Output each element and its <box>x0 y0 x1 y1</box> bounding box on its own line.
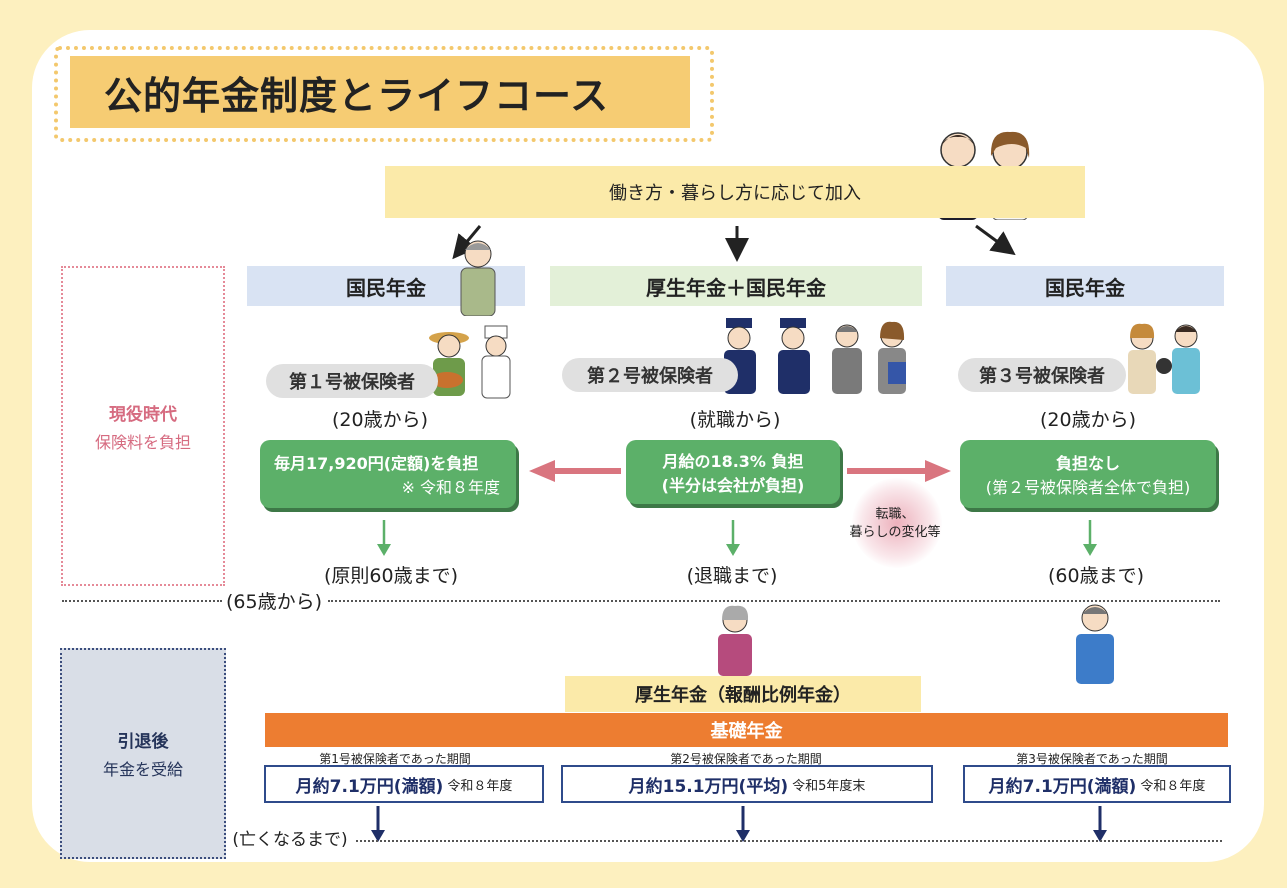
change-note-line1: 転職、 <box>875 507 915 522</box>
title-frame <box>54 46 714 142</box>
down-arrow-navy-1 <box>371 806 385 842</box>
arrow-left <box>452 225 482 260</box>
amount-box-2: 月約15.1万円(平均) 令和5年度末 <box>561 765 933 803</box>
switch-arrow <box>529 460 951 482</box>
period-3: 第3号被保険者であった期間 <box>1016 752 1168 766</box>
amount-2-note: 令和5年度末 <box>792 778 866 794</box>
start-3: (20歳から) <box>1039 408 1136 431</box>
down-arrow-green-3 <box>1083 520 1097 556</box>
insured-type-3: 第３号被保険者 <box>958 358 1126 392</box>
side-label-retired: 引退後 年金を受給 <box>60 648 226 859</box>
payment-3-line1: 負担なし <box>1055 454 1120 473</box>
until-death-label: (亡くなるまで) <box>232 829 348 850</box>
down-arrow-navy-3 <box>1093 806 1107 842</box>
retired-woman-illustration <box>718 605 752 676</box>
dependents-illustration <box>1128 323 1200 394</box>
side-working-sub: 保険料を負担 <box>94 432 191 452</box>
change-note-line2: 暮らしの変化等 <box>849 525 941 540</box>
amount-1: 月約7.1万円(満額) <box>295 776 444 797</box>
amount-box-3: 月約7.1万円(満額) 令和８年度 <box>963 765 1231 803</box>
payment-3-line2: (第２号被保険者全体で負担) <box>985 478 1191 497</box>
header-kokumin-3: 国民年金 <box>946 266 1224 306</box>
retired-man-illustration <box>1076 604 1114 684</box>
period-2: 第2号被保険者であった期間 <box>670 752 822 766</box>
insured-type-2: 第２号被保険者 <box>562 358 738 392</box>
age65-line-left <box>62 600 222 602</box>
basic-pension-bar: 基礎年金 <box>265 713 1228 747</box>
start-2: (就職から) <box>689 408 781 431</box>
amount-3: 月約7.1万円(満額) <box>988 776 1137 797</box>
until-1: (原則60歳まで) <box>323 564 458 587</box>
period-1: 第1号被保険者であった期間 <box>319 752 471 766</box>
down-arrow-green-1 <box>377 520 391 556</box>
side-retired-sub: 年金を受給 <box>102 760 183 779</box>
koushei-pension-bar: 厚生年金（報酬比例年金） <box>565 676 921 712</box>
payment-1-line1: 毎月17,920円(定額)を負担 <box>274 454 479 473</box>
payment-box-1: 毎月17,920円(定額)を負担 ※ 令和８年度 <box>260 440 516 508</box>
amount-1-note: 令和８年度 <box>447 778 513 794</box>
payment-box-3: 負担なし (第２号被保険者全体で負担) <box>960 440 1216 508</box>
change-highlight <box>852 478 942 568</box>
side-retired-title: 引退後 <box>117 732 169 752</box>
header-koushei: 厚生年金＋国民年金 <box>550 266 922 306</box>
payment-box-2: 月給の18.3% 負担 (半分は会社が負担) <box>626 440 840 504</box>
down-arrow-green-2 <box>726 520 740 556</box>
amount-box-1: 月約7.1万円(満額) 令和８年度 <box>264 765 544 803</box>
payment-2-line2: (半分は会社が負担) <box>661 476 805 495</box>
down-arrow-navy-2 <box>736 806 750 842</box>
age65-line-right <box>328 600 1220 602</box>
until-death-line <box>356 840 1222 842</box>
age65-label: (65歳から) <box>225 590 322 613</box>
start-1: (20歳から) <box>331 408 428 431</box>
insured-type-1: 第１号被保険者 <box>266 364 438 398</box>
page-title: 公的年金制度とライフコース <box>70 56 690 128</box>
change-note: 転職、 暮らしの変化等 <box>830 506 960 542</box>
amount-2: 月約15.1万円(平均) <box>628 776 789 797</box>
side-label-working: 現役時代 保険料を負担 <box>61 266 225 586</box>
amount-3-note: 令和８年度 <box>1140 778 1206 794</box>
side-working-title: 現役時代 <box>109 404 177 425</box>
until-2: (退職まで) <box>686 564 778 587</box>
farmer-cook-illustration <box>429 325 511 399</box>
branch-arrows <box>452 224 1016 262</box>
payment-1-line2: ※ 令和８年度 <box>401 478 501 497</box>
join-banner: 働き方・暮らし方に応じて加入 <box>385 166 1085 218</box>
arrow-right <box>975 224 1016 256</box>
payment-2-line1: 月給の18.3% 負担 <box>662 452 804 471</box>
employees-illustration <box>724 318 906 394</box>
self-employed-illustration <box>460 240 496 316</box>
until-3: (60歳まで) <box>1047 564 1144 587</box>
